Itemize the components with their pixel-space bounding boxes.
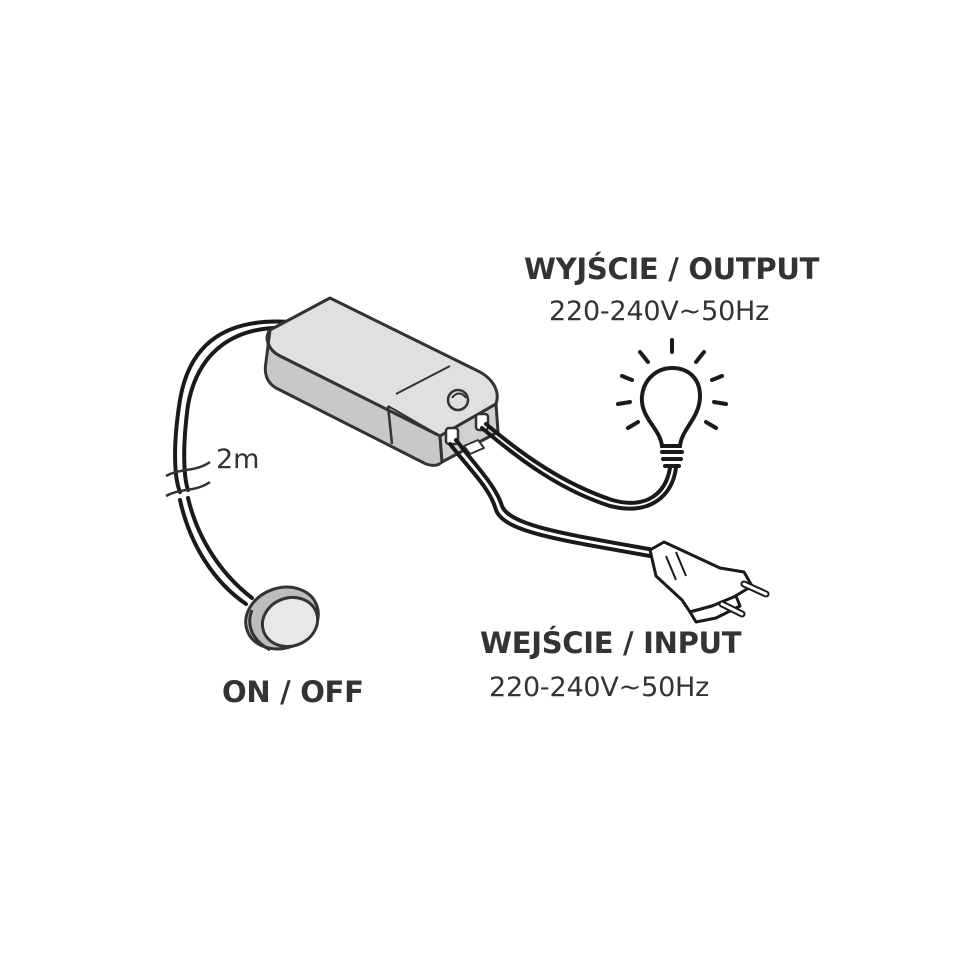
switch-module-icon <box>263 296 500 467</box>
light-bulb-icon <box>616 338 728 468</box>
push-button-icon <box>244 585 320 652</box>
input-spec: 220-240V~50Hz <box>489 672 710 703</box>
cable-break-icon <box>165 460 211 498</box>
switch-label: ON / OFF <box>222 675 364 709</box>
output-cable <box>480 422 678 511</box>
output-spec: 220-240V~50Hz <box>549 296 770 327</box>
input-title: WEJŚCIE / INPUT <box>480 626 742 660</box>
output-title: WYJŚCIE / OUTPUT <box>524 252 820 286</box>
light-rays <box>616 338 728 430</box>
power-plug-icon <box>648 540 770 624</box>
input-cable <box>448 438 656 558</box>
cable-length-label: 2m <box>216 444 260 475</box>
